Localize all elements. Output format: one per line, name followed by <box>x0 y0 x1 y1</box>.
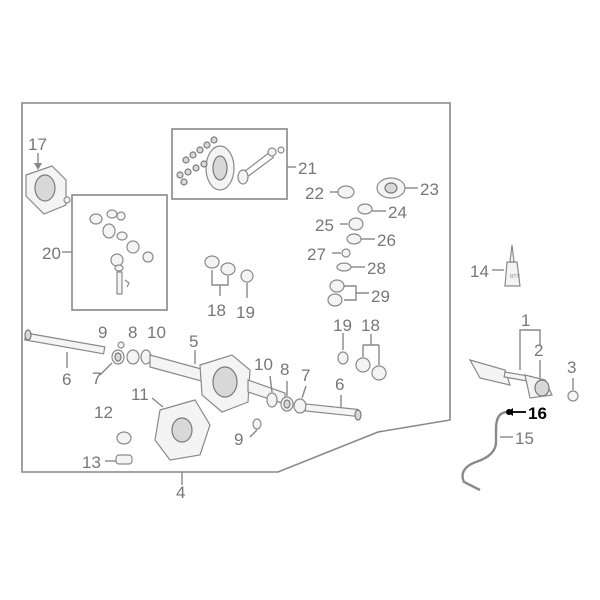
right-bearing-seal-set <box>266 392 307 414</box>
bearing-set-18-center <box>204 255 236 276</box>
callout-19a: 19 <box>236 303 255 322</box>
bearing-set-29 <box>327 279 345 307</box>
vent-hose <box>461 410 509 492</box>
callout-29: 29 <box>371 287 390 306</box>
leader-18a <box>211 270 229 296</box>
ring-pinion-box <box>171 128 288 200</box>
leader-10b <box>269 375 273 393</box>
leader-29 <box>344 285 369 301</box>
arrow-16 <box>507 408 513 416</box>
leader-1 <box>519 329 541 350</box>
callout-22: 22 <box>305 184 324 203</box>
differential-carrier <box>25 165 71 215</box>
left-axle-shaft <box>24 329 106 355</box>
diff-internals-parts <box>89 209 154 295</box>
callout-24: 24 <box>388 203 407 222</box>
differential-cover <box>154 399 211 461</box>
callout-7a: 7 <box>92 369 101 388</box>
callout-1: 1 <box>521 311 530 330</box>
ring-pinion-parts <box>176 136 285 191</box>
part-22 <box>337 185 355 199</box>
bearing-set-18-right <box>355 357 387 381</box>
callout-11: 11 <box>131 385 149 404</box>
callout-8b: 8 <box>280 360 289 379</box>
part-26 <box>346 233 362 245</box>
callout-19b: 19 <box>333 316 352 335</box>
callout-28: 28 <box>367 259 386 278</box>
rtv-tube-label: RTV <box>510 274 521 280</box>
callout-10a: 10 <box>147 323 166 342</box>
part-25 <box>348 217 364 231</box>
callout-7b: 7 <box>301 366 310 385</box>
rtv-sealant-tube: RTV <box>504 244 521 287</box>
callout-2: 2 <box>534 341 543 360</box>
right-spacer-9 <box>252 418 262 430</box>
callout-9a: 9 <box>98 323 107 342</box>
right-axle-shaft <box>304 403 362 421</box>
callout-9b: 9 <box>234 430 243 449</box>
leader-18b <box>362 334 380 365</box>
callout-5: 5 <box>189 332 198 351</box>
part-24 <box>357 203 373 215</box>
callout-4: 4 <box>176 483 185 502</box>
callout-18b: 18 <box>361 316 380 335</box>
callout-6b: 6 <box>335 375 344 394</box>
part-27 <box>341 248 351 258</box>
seal-19-center <box>240 269 254 283</box>
callout-13: 13 <box>82 453 101 472</box>
leader-7b <box>301 385 307 399</box>
cv-axle-assembly <box>468 359 553 399</box>
leader-9b <box>249 429 258 438</box>
callout-18a: 18 <box>207 301 226 320</box>
callout-27: 27 <box>307 245 326 264</box>
part-28 <box>336 262 352 272</box>
callout-20: 20 <box>42 244 61 263</box>
callout-26: 26 <box>377 231 396 250</box>
callout-14: 14 <box>470 262 489 281</box>
arrow-17 <box>34 163 42 170</box>
callout-10b: 10 <box>254 355 273 374</box>
callout-6a: 6 <box>62 370 71 389</box>
callout-12: 12 <box>94 403 113 422</box>
callout-8a: 8 <box>128 323 137 342</box>
callout-16[interactable]: 16 <box>528 404 547 423</box>
leader-11 <box>151 397 164 408</box>
callout-3: 3 <box>567 358 576 377</box>
part-23-flange <box>376 177 406 199</box>
part-13 <box>115 454 133 465</box>
part-12 <box>116 431 132 445</box>
callout-15: 15 <box>515 429 534 448</box>
callout-21: 21 <box>298 159 317 178</box>
part-3-nut <box>567 390 579 402</box>
leader-7a <box>99 362 113 376</box>
callout-25: 25 <box>315 216 334 235</box>
axle-assembly-frame <box>21 102 451 473</box>
left-bearing-seal-set <box>111 341 152 365</box>
callout-23: 23 <box>420 180 439 199</box>
seal-19-right <box>337 351 349 365</box>
callout-17: 17 <box>28 135 47 154</box>
